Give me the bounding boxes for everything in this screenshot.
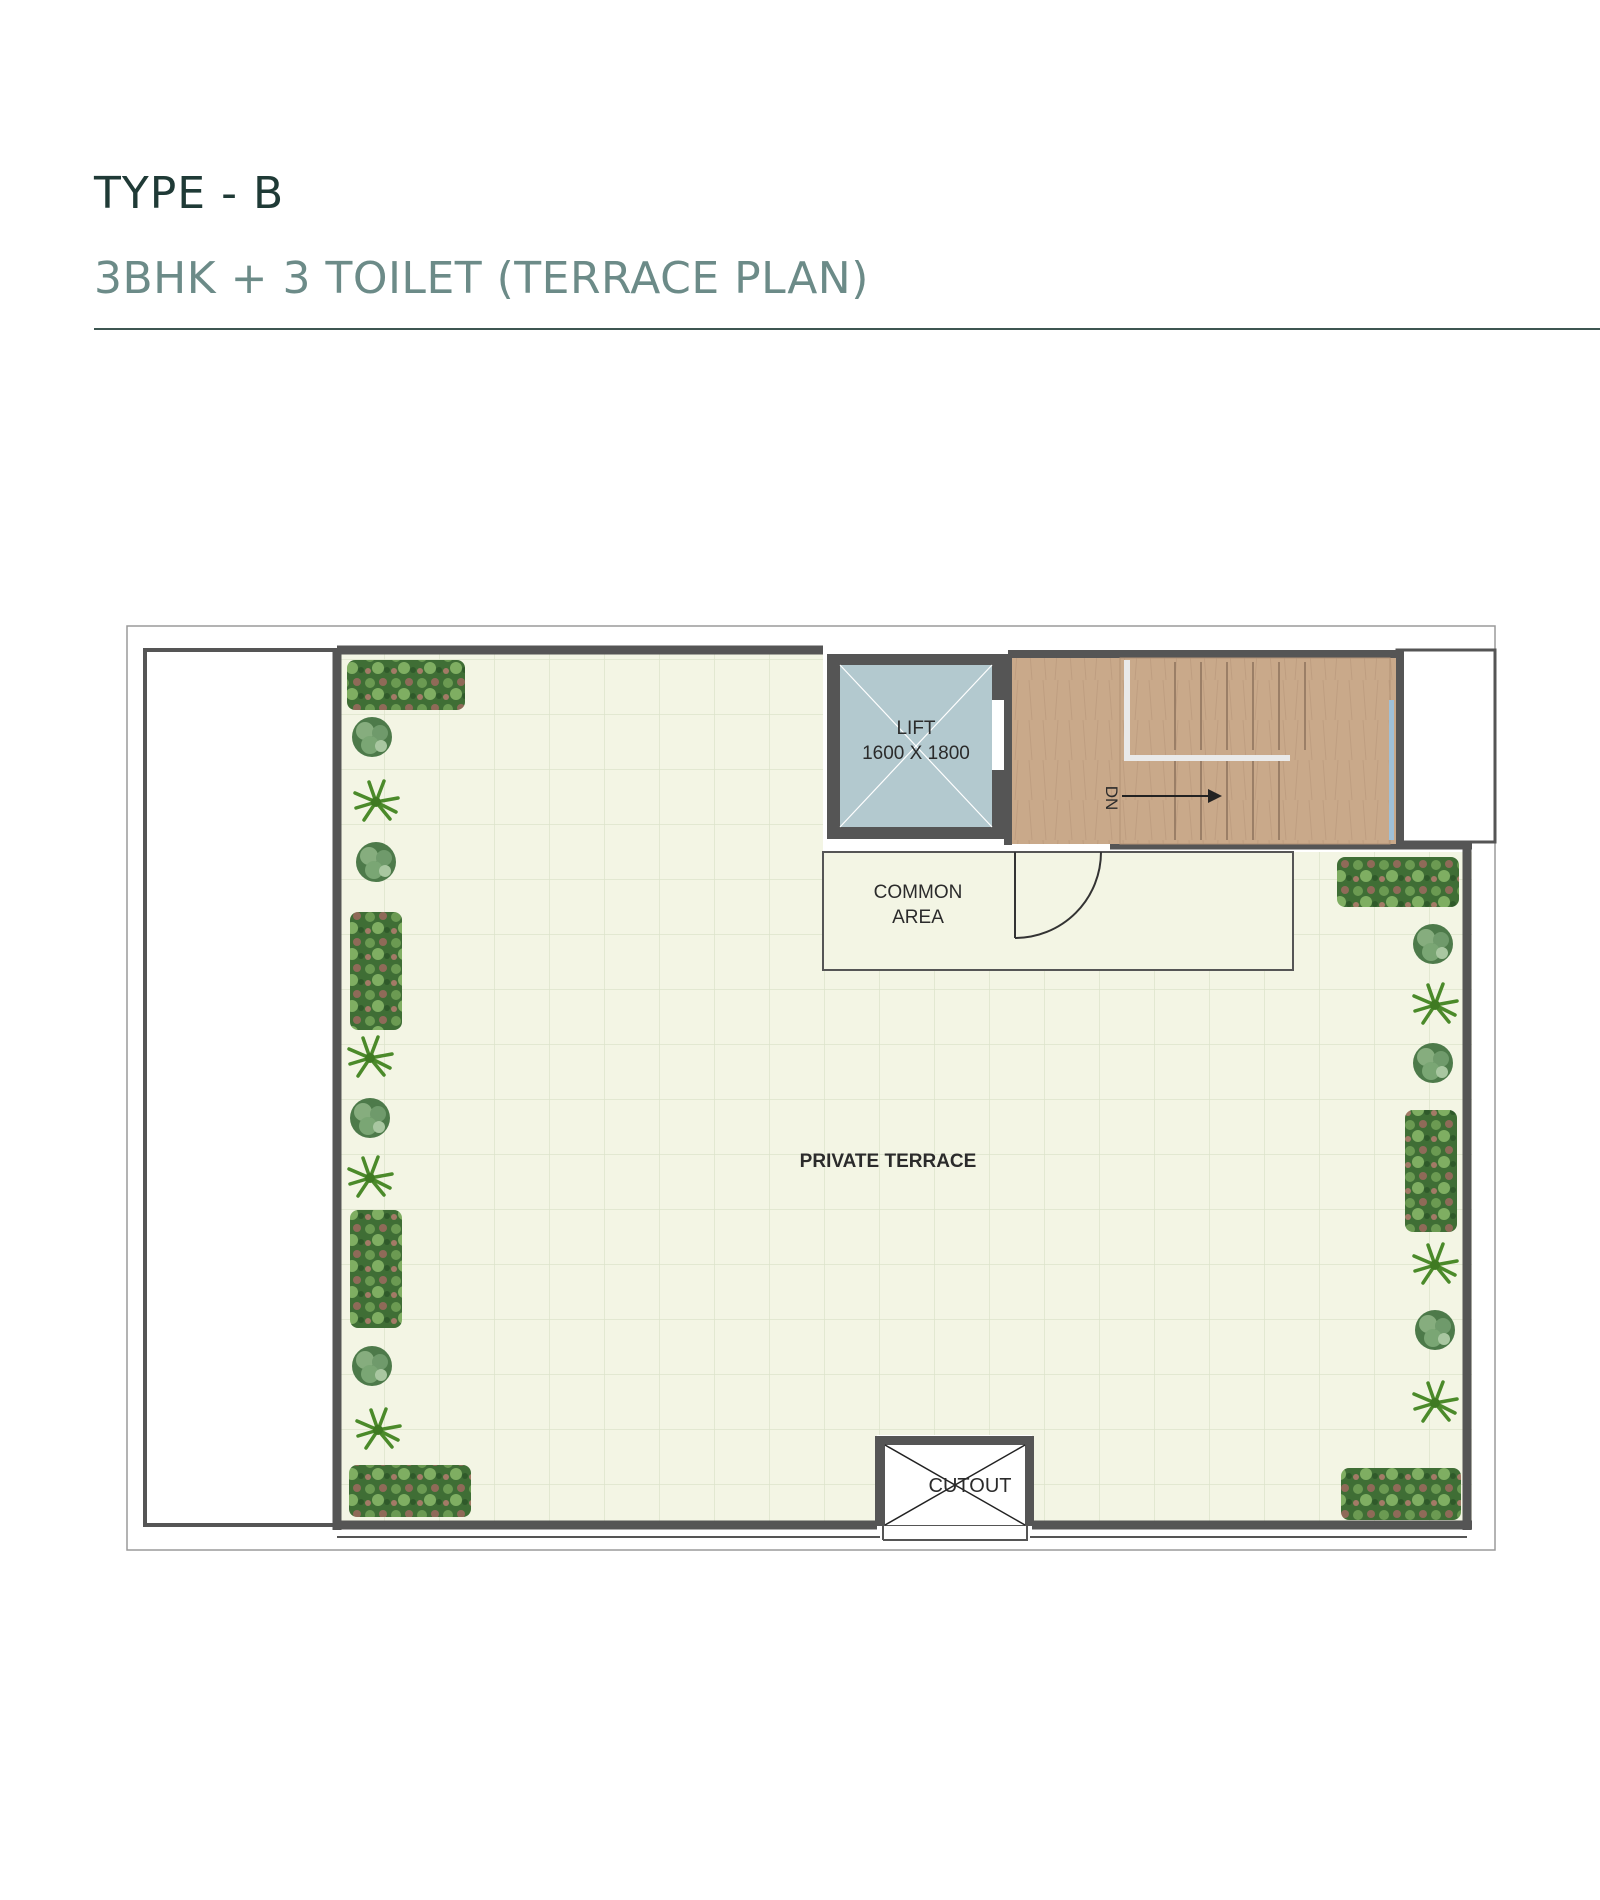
- plan-subtitle: 3BHK + 3 TOILET (TERRACE PLAN): [94, 253, 869, 304]
- planter-box-icon: [1341, 1468, 1461, 1520]
- round-shrub-icon: [352, 1346, 392, 1386]
- stair-down-label: DN: [1102, 786, 1121, 811]
- planter-box-icon: [1405, 1110, 1457, 1232]
- round-shrub-icon: [352, 717, 392, 757]
- planter-box-icon: [1337, 857, 1459, 907]
- planter-box-icon: [349, 1465, 471, 1517]
- planter-box-icon: [350, 912, 402, 1030]
- stair-handrail: [1124, 660, 1290, 761]
- round-shrub-icon: [350, 1098, 390, 1138]
- plan-type-title: TYPE - B: [94, 168, 285, 219]
- lift-size-label: 1600 X 1800: [862, 743, 970, 764]
- common-area-label: COMMON: [874, 882, 963, 903]
- common-area-label-2: AREA: [892, 907, 944, 928]
- header: TYPE - B 3BHK + 3 TOILET (TERRACE PLAN): [0, 0, 1600, 340]
- terrace-walls: [332, 645, 1472, 1530]
- round-shrub-icon: [1415, 1310, 1455, 1350]
- stair-treads: [1174, 662, 1306, 840]
- stair-arrow-icon: [1122, 789, 1222, 803]
- left-adjacent-block: [143, 648, 339, 1527]
- header-divider: [94, 328, 1600, 330]
- lift-door: [992, 700, 1004, 770]
- lift-shaft-cross: [839, 664, 993, 828]
- round-shrub-icon: [1413, 924, 1453, 964]
- lift-label: LIFT: [896, 718, 935, 739]
- private-terrace-label: PRIVATE TERRACE: [800, 1151, 977, 1172]
- stair-window: [1389, 700, 1394, 840]
- cutout-cross: [884, 1444, 1026, 1526]
- stair-walls: [1004, 650, 1404, 845]
- door-swing-icon: [1014, 851, 1102, 939]
- cutout-label: CUTOUT: [929, 1475, 1012, 1497]
- round-shrub-icon: [1413, 1043, 1453, 1083]
- staircase: [1119, 657, 1391, 845]
- common-area: [822, 851, 1294, 971]
- planter-box-icon: [347, 660, 465, 710]
- planter-box-icon: [350, 1210, 402, 1328]
- drawing-frame: [126, 625, 1496, 1551]
- round-shrub-icon: [356, 842, 396, 882]
- right-adjacent-block: [1395, 648, 1497, 844]
